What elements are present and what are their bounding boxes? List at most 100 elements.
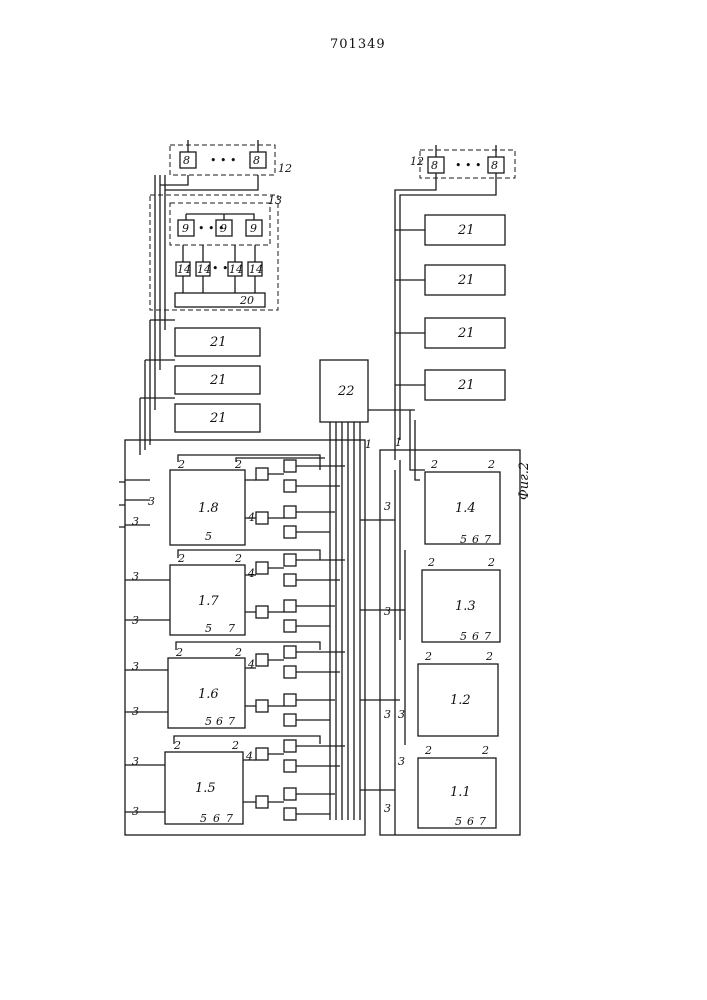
- group-12-label: 12: [278, 162, 292, 175]
- port-6: 6: [472, 533, 479, 546]
- unit-14-label: 14: [229, 263, 243, 276]
- unit-24: [284, 506, 296, 518]
- port-5: 5: [455, 815, 462, 828]
- port-5: 5: [460, 533, 467, 546]
- unit-23: [256, 562, 268, 574]
- port-3: 3: [384, 708, 391, 721]
- unit-8-label: 8: [183, 154, 190, 167]
- port-3: 3: [384, 802, 391, 815]
- port-5: 5: [200, 812, 207, 825]
- port-2: 2: [481, 744, 489, 757]
- module-1-1-label: 1.1: [450, 785, 471, 800]
- port-7: 7: [484, 630, 491, 643]
- unit-9-label: 9: [182, 222, 189, 235]
- port-2: 2: [234, 458, 242, 471]
- port-5: 5: [205, 622, 212, 635]
- port-6: 6: [213, 812, 220, 825]
- control-unit-22-label: 22: [337, 384, 355, 399]
- port-7: 7: [226, 812, 233, 825]
- port-3: 3: [132, 660, 139, 673]
- figure-caption: Фиг.2: [517, 462, 532, 500]
- unit-23: [256, 700, 268, 712]
- port-2: 2: [424, 650, 432, 663]
- input-group-12-right: 8 • • • 8 12: [410, 145, 515, 178]
- unit-24: [284, 740, 296, 752]
- module-1-5-label: 1.5: [195, 781, 216, 796]
- port-3: 3: [398, 755, 405, 768]
- port-3: 3: [148, 495, 155, 508]
- port-7: 7: [479, 815, 486, 828]
- port-3: 3: [384, 605, 391, 618]
- unit-14-label: 14: [249, 263, 263, 276]
- unit-24: [284, 600, 296, 612]
- port-4: 4: [245, 750, 253, 763]
- port-3: 3: [132, 755, 139, 768]
- right-module-group: 1 1.4 2 2 3 5 6 7 1.3 2 2 3 5 6 7 1.2 2 …: [360, 410, 520, 835]
- unit-24: [284, 554, 296, 566]
- label-1: 1: [365, 438, 372, 451]
- module-1-2-label: 1.2: [450, 693, 471, 708]
- module-1-4-label: 1.4: [455, 501, 476, 516]
- port-2: 2: [231, 739, 239, 752]
- unit-21-label: 21: [209, 335, 227, 350]
- left-module-group: 1 1.8 2 2 3 3 4 5 1.7 2 2 3 3 4 5 7: [119, 438, 372, 835]
- right-units-21: 21 21 21 21: [395, 173, 505, 460]
- ellipsis: • • •: [210, 154, 236, 167]
- port-7: 7: [484, 533, 491, 546]
- unit-21-label: 21: [457, 273, 475, 288]
- unit-24: [284, 574, 296, 586]
- port-3: 3: [132, 515, 139, 528]
- port-2: 2: [487, 556, 495, 569]
- unit-24: [284, 760, 296, 772]
- module-1-6-label: 1.6: [198, 687, 219, 702]
- patent-number: 701349: [330, 37, 386, 52]
- port-6: 6: [472, 630, 479, 643]
- unit-24: [284, 526, 296, 538]
- port-7: 7: [228, 622, 235, 635]
- unit-24: [284, 480, 296, 492]
- unit-21-label: 21: [457, 223, 475, 238]
- label-1: 1: [395, 436, 402, 449]
- port-2: 2: [487, 458, 495, 471]
- unit-23: [256, 654, 268, 666]
- unit-8-label: 8: [491, 159, 498, 172]
- unit-23: [256, 606, 268, 618]
- unit-9-label: 9: [250, 222, 257, 235]
- group-12-label: 12: [410, 155, 424, 168]
- port-7: 7: [228, 715, 235, 728]
- unit-24: [284, 714, 296, 726]
- unit-21-label: 21: [209, 373, 227, 388]
- port-4: 4: [247, 567, 255, 580]
- unit-24: [284, 620, 296, 632]
- input-group-12-left: 8 • • • 8 12: [170, 140, 292, 175]
- unit-23: [256, 468, 268, 480]
- unit-24: [284, 666, 296, 678]
- unit-24: [284, 694, 296, 706]
- port-5: 5: [205, 530, 212, 543]
- unit-24: [284, 808, 296, 820]
- port-3: 3: [132, 570, 139, 583]
- unit-23: [256, 748, 268, 760]
- left-units-21: 21 21 21: [140, 175, 260, 455]
- port-4: 4: [247, 658, 255, 671]
- unit-23: [256, 796, 268, 808]
- unit-21-label: 21: [457, 326, 475, 341]
- ellipsis: • • •: [198, 222, 224, 235]
- port-6: 6: [467, 815, 474, 828]
- unit-24: [284, 788, 296, 800]
- module-1-8-label: 1.8: [198, 501, 219, 516]
- port-6: 6: [216, 715, 223, 728]
- unit-24: [284, 646, 296, 658]
- unit-20-label: 20: [239, 294, 254, 307]
- unit-8-label: 8: [431, 159, 438, 172]
- port-2: 2: [427, 556, 435, 569]
- unit-14-label: 14: [177, 263, 191, 276]
- ellipsis: • • •: [455, 159, 481, 172]
- port-5: 5: [205, 715, 212, 728]
- unit-8-label: 8: [253, 154, 260, 167]
- port-2: 2: [234, 646, 242, 659]
- port-3: 3: [384, 500, 391, 513]
- unit-23: [256, 512, 268, 524]
- port-2: 2: [485, 650, 493, 663]
